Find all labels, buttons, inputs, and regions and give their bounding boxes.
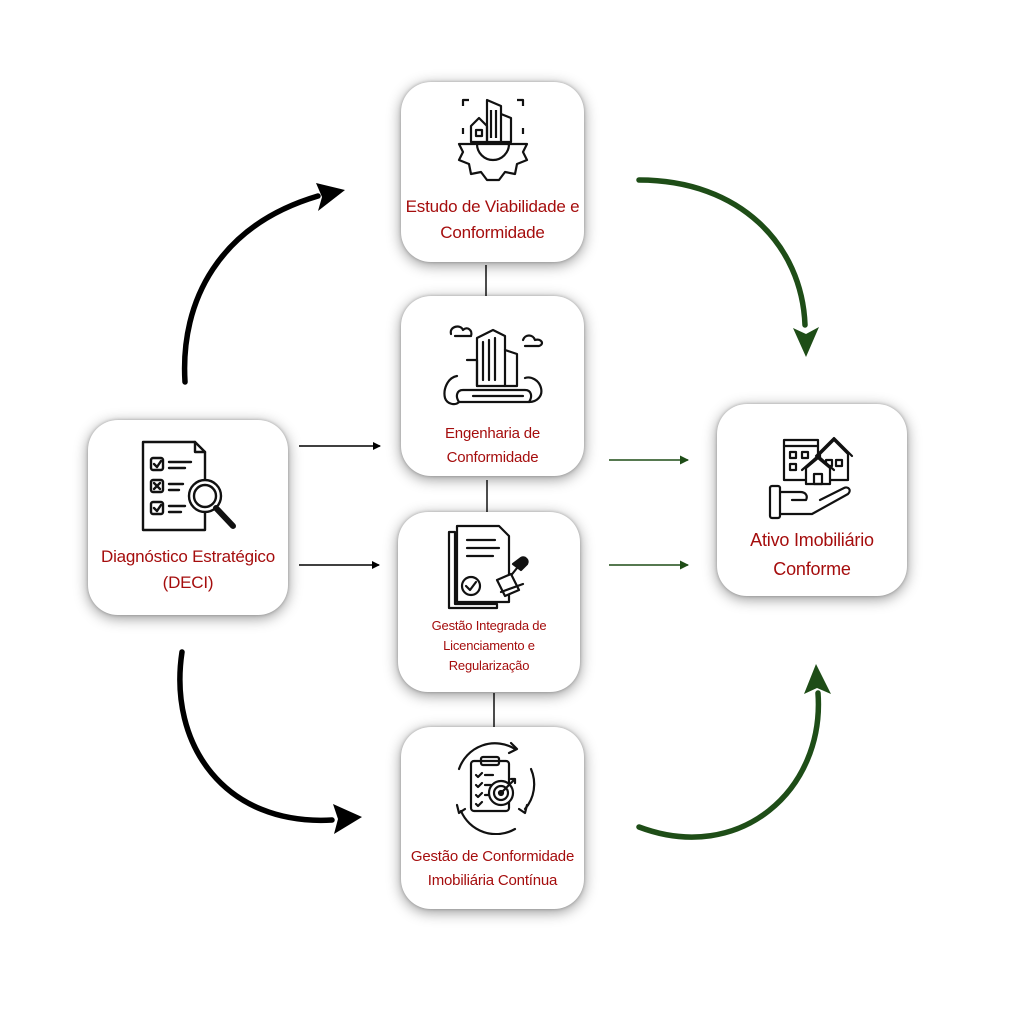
card-estudo-viabilidade: Estudo de Viabilidade e Conformidade bbox=[401, 82, 584, 262]
card-gestao-continua: Gestão de Conformidade Imobiliária Contí… bbox=[401, 727, 584, 909]
arrow-estudo-to-ativo bbox=[636, 177, 819, 357]
label-engenharia: Engenharia de Conformidade bbox=[445, 425, 540, 466]
card-ativo-imobiliario: Ativo Imobiliário Conforme bbox=[717, 404, 907, 596]
document-stamp-icon bbox=[447, 524, 529, 610]
arrow-continua-to-ativo bbox=[636, 664, 831, 840]
label-diagnostico: Diagnóstico Estratégico (DECI) bbox=[101, 547, 275, 592]
label-ativo-imobiliario: Ativo Imobiliário Conforme bbox=[750, 530, 874, 579]
clipboard-target-cycle-icon bbox=[455, 741, 535, 835]
checklist-magnifier-icon bbox=[141, 440, 236, 532]
label-estudo-viabilidade: Estudo de Viabilidade e Conformidade bbox=[405, 197, 580, 242]
arrow-diag-to-continua bbox=[177, 649, 362, 834]
arrow-diag-to-estudo bbox=[181, 183, 345, 385]
label-gestao-integrada: Gestão Integrada de Licenciamento e Regu… bbox=[431, 618, 547, 673]
card-gestao-integrada: Gestão Integrada de Licenciamento e Regu… bbox=[398, 512, 580, 692]
label-gestao-continua: Gestão de Conformidade Imobiliária Contí… bbox=[410, 848, 575, 889]
card-engenharia: Engenharia de Conformidade bbox=[401, 296, 584, 476]
card-diagnostico: Diagnóstico Estratégico (DECI) bbox=[88, 420, 288, 615]
building-blueprint-icon bbox=[442, 325, 543, 406]
building-gear-icon bbox=[457, 98, 528, 182]
hand-holding-houses-icon bbox=[768, 436, 854, 520]
